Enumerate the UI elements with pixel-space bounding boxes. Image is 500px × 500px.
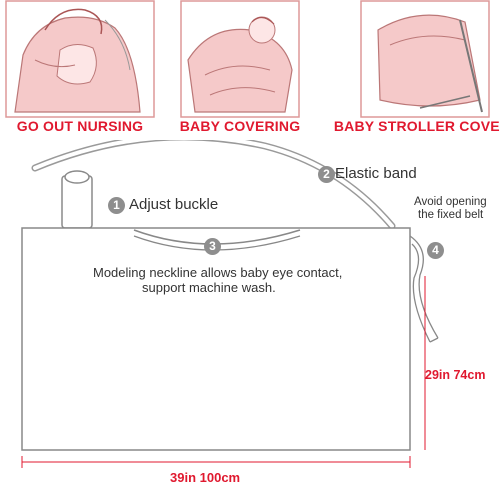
stroller-cover-icon xyxy=(360,0,490,118)
product-diagram xyxy=(21,140,439,468)
callout-number-4: 4 xyxy=(427,242,444,259)
callout-number-2: 2 xyxy=(318,166,335,183)
usage-label: BABY COVERING xyxy=(179,118,301,134)
mother-nursing-icon xyxy=(5,0,155,118)
callout-adjust-buckle: Adjust buckle xyxy=(129,196,219,213)
callout-avoid-opening-line1: Avoid opening xyxy=(414,196,487,208)
usage-label: GO OUT NURSING xyxy=(16,118,144,134)
callout-neckline-line1: Modeling neckline allows baby eye contac… xyxy=(93,265,343,280)
callout-number-1: 1 xyxy=(108,197,125,214)
callout-elastic-band: Elastic band xyxy=(335,165,417,182)
height-dimension-label: 29in 74cm xyxy=(425,368,486,382)
callout-neckline-line2: support machine wash. xyxy=(142,280,276,295)
usage-baby-covering: BABY COVERING xyxy=(180,0,330,142)
baby-covering-icon xyxy=(180,0,300,118)
usage-label: BABY STROLLER COVER xyxy=(333,118,500,134)
callout-avoid-opening-line2: the fixed belt xyxy=(418,209,484,221)
width-dimension-label: 39in 100cm xyxy=(170,470,241,485)
usage-stroller-cover: BABY STROLLER COVER xyxy=(334,0,500,142)
usage-go-out-nursing: GO OUT NURSING xyxy=(5,0,155,142)
callout-number-3: 3 xyxy=(204,238,221,255)
